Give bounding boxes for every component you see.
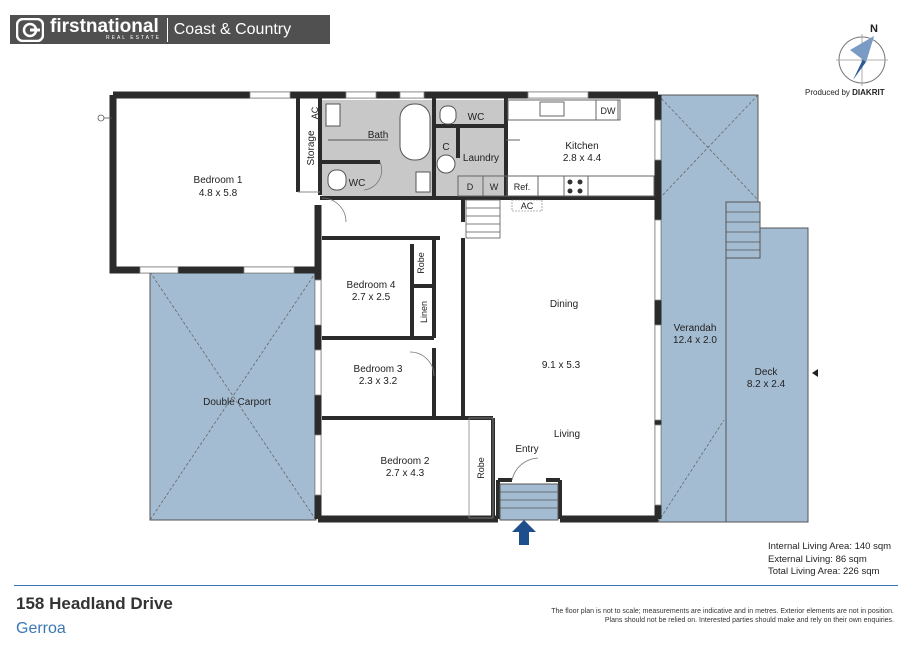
bedroom1-size: 4.8 x 5.8 [199,188,238,199]
storage-label: Storage [306,130,317,165]
entry-stairs [499,483,559,521]
ac-storage-label: AC [310,106,320,119]
cupboard-label: C [442,142,449,153]
area-summary: Internal Living Area: 140 sqm External L… [768,541,891,579]
bedroom4-name: Bedroom 4 [347,280,396,291]
deck-area [725,227,809,523]
internal-area: Internal Living Area: 140 sqm [768,541,892,552]
linen-label: Linen [419,301,429,323]
deck-name: Deck [755,367,779,378]
bedroom3-name: Bedroom 3 [354,364,403,375]
compass-icon: N [836,23,888,86]
external-area: External Living: 86 sqm [768,553,867,565]
producer-name: DIAKRIT [852,88,885,97]
kitchen-bench [457,99,655,197]
bedroom2-name: Bedroom 2 [381,456,430,467]
deck-size: 8.2 x 2.4 [747,379,786,390]
kitchen-size: 2.8 x 4.4 [563,153,602,164]
washer-label: W [490,182,499,192]
agency-emblem-icon [16,17,44,42]
living-size: 9.1 x 5.3 [542,360,581,371]
wc-bath-label: WC [349,178,366,189]
verandah-name: Verandah [674,323,717,334]
agency-logo: firstnational REAL ESTATE Coast & Countr… [10,15,330,44]
producer-credit: Produced by DIAKRIT [805,88,885,97]
dishwasher-label: DW [601,106,616,116]
wc-laundry-label: WC [468,112,485,123]
carport-label: Double Carport [203,397,271,408]
ac-kitchen-label: AC [521,201,534,211]
disclaimer-line-1: The floor plan is not to scale; measurem… [551,608,894,615]
robe2-label: Robe [476,457,486,479]
kitchen-name: Kitchen [565,141,598,152]
logo-divider [166,17,168,42]
footer-divider [14,585,898,586]
property-address: 158 Headland Drive [16,594,173,613]
bedroom2-size: 2.7 x 4.3 [386,468,425,479]
carport-area [149,271,317,521]
bedroom1-name: Bedroom 1 [194,175,243,186]
tap-icon [97,114,105,122]
entry-door-swing [511,457,539,481]
total-area: Total Living Area: 226 sqm [768,566,880,577]
disclaimer-line-2: Plans should not be relied on. Intereste… [604,617,894,624]
bedroom4-size: 2.7 x 2.5 [352,292,391,303]
interior-walls [296,98,655,519]
entrance-arrow-icon [512,520,536,545]
brand-sub: REAL ESTATE [106,35,161,41]
property-suburb: Gerroa [16,620,66,637]
robe4-label: Robe [416,252,426,274]
entry-label: Entry [515,444,538,455]
deck-marker-icon [812,369,818,377]
dryer-label: D [467,182,474,192]
cooktop-icon [567,179,583,194]
bath-label: Bath [368,130,389,141]
internal-stairs [465,199,501,239]
office-name: Coast & Country [173,20,292,38]
bathroom-fixtures [325,103,457,193]
fridge-label: Ref. [514,182,531,192]
dining-label: Dining [550,299,578,310]
compass-north-label: N [870,23,878,35]
laundry-label: Laundry [463,153,499,164]
producer-prefix: Produced by [805,88,850,97]
verandah-size: 12.4 x 2.0 [673,335,717,346]
bedroom3-size: 2.3 x 3.2 [359,376,398,387]
disclaimer: The floor plan is not to scale; measurem… [434,607,894,625]
living-label: Living [554,429,580,440]
deck-stairs [725,201,761,259]
brand-name: firstnational [50,16,159,37]
